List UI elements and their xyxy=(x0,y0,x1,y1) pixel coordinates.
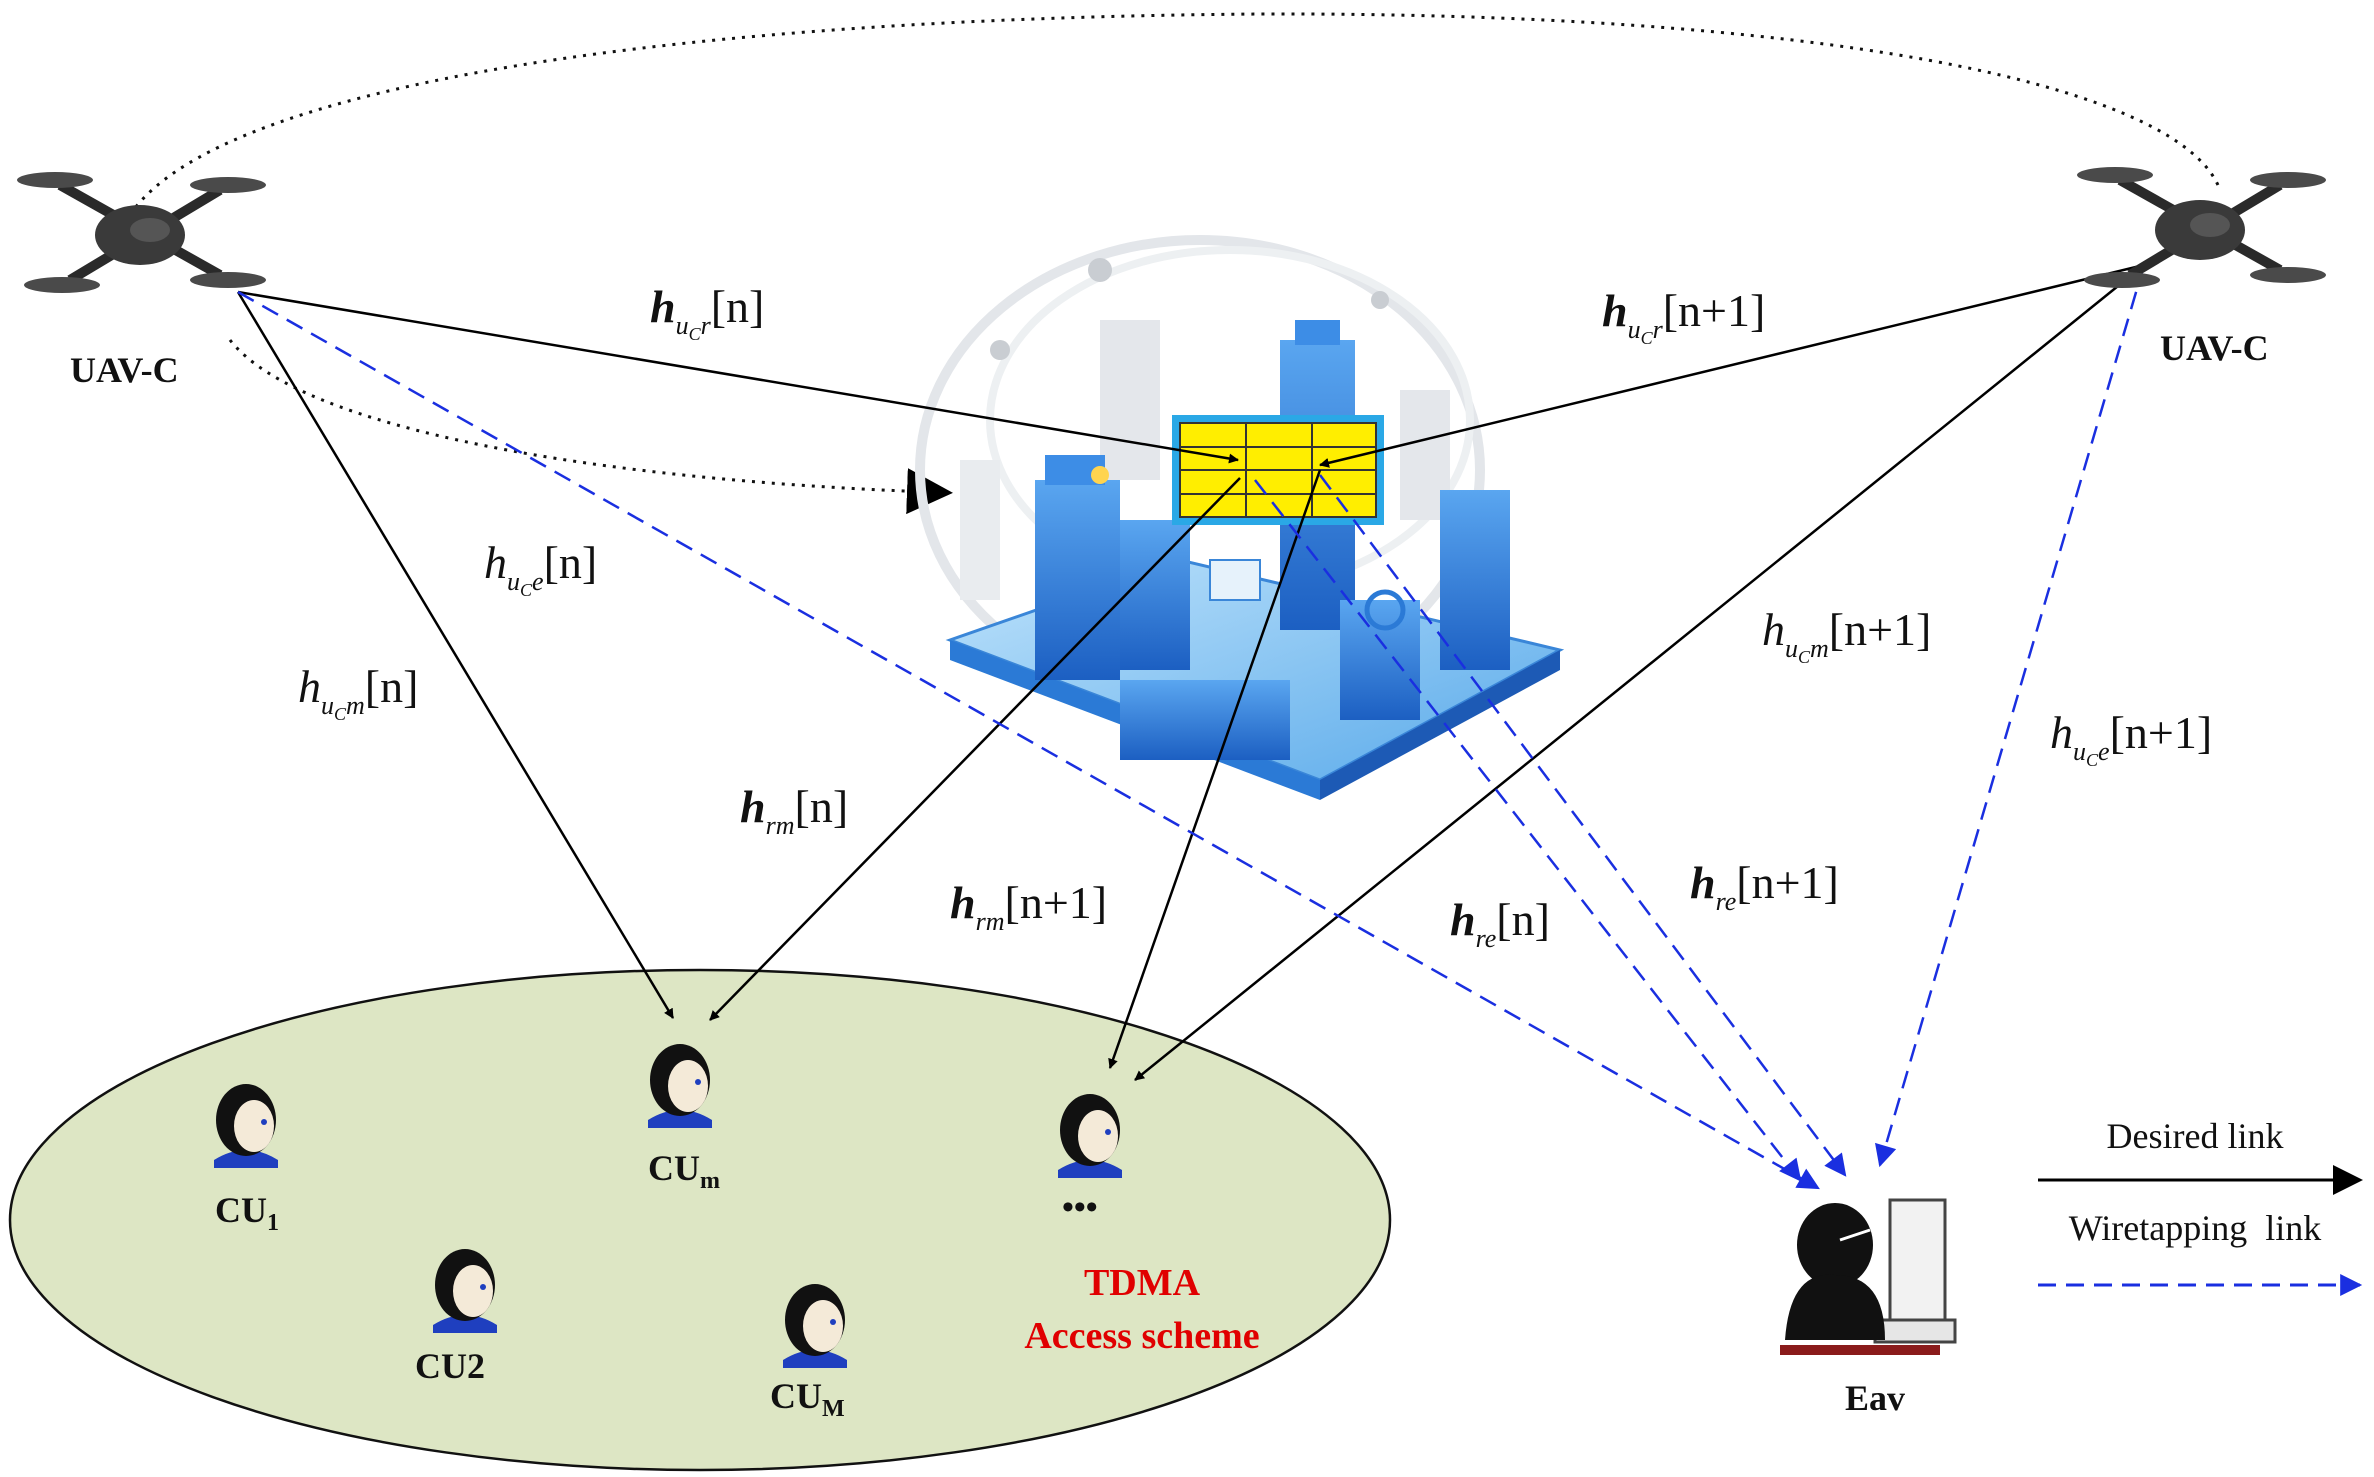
label-h-ucm-n1: huCm[n+1] xyxy=(1762,604,1931,667)
label-h-uce-n1: huCe[n+1] xyxy=(2050,707,2212,770)
smart-city-illustration xyxy=(915,235,1565,800)
link-uav-left-to-cum xyxy=(236,291,675,1019)
uav-right-drone xyxy=(2077,167,2326,288)
cu1-label: CU1 xyxy=(215,1190,279,1236)
link-ris-to-cum xyxy=(709,477,1241,1021)
link-uav-right-to-cu-next xyxy=(1134,264,2145,1081)
link-uav-right-to-ris xyxy=(1319,263,2145,468)
cu2-label: CU2 xyxy=(415,1346,485,1386)
access-scheme-label: Access scheme xyxy=(1024,1315,1259,1357)
label-h-ucr-n1: huCr[n+1] xyxy=(1602,285,1765,348)
label-h-rm-n1: hrm[n+1] xyxy=(950,877,1107,936)
eav-label: Eav xyxy=(1845,1378,1905,1418)
link-ris-to-cu-next xyxy=(1108,469,1322,1069)
wiretap-uav-left-to-eav xyxy=(237,290,1820,1190)
uav-right-label: UAV-C xyxy=(2160,328,2269,368)
user-icon xyxy=(433,1249,497,1333)
label-h-re-n1: hre[n+1] xyxy=(1690,857,1839,916)
wiretap-links xyxy=(237,264,2146,1190)
user-icon xyxy=(783,1284,847,1368)
label-h-ucr-n: huCr[n] xyxy=(650,281,764,344)
user-icon xyxy=(214,1084,278,1168)
link-uav-left-to-ris xyxy=(237,290,1239,464)
user-icon xyxy=(1058,1094,1122,1178)
cum-label: CUm xyxy=(648,1148,720,1194)
label-h-rm-n: hrm[n] xyxy=(740,781,848,840)
user-icon xyxy=(648,1044,712,1128)
tdma-label: TDMA xyxy=(1084,1262,1201,1304)
uav-left-label: UAV-C xyxy=(70,350,179,390)
uav-trajectory-lower xyxy=(228,339,953,515)
label-h-ucm-n: huCm[n] xyxy=(298,661,418,724)
legend-desired-label: Desired link xyxy=(2107,1116,2284,1156)
legend-wiretap-label: Wiretapping link xyxy=(2069,1208,2322,1248)
wiretap-uav-right-to-eav xyxy=(1875,264,2146,1168)
ris-panel xyxy=(1172,415,1384,525)
desired-links xyxy=(236,263,2145,1081)
label-h-uce-n: huCe[n] xyxy=(484,537,597,600)
uav-left-drone xyxy=(17,172,266,293)
label-h-re-n: hre[n] xyxy=(1450,894,1550,953)
wiretap-ris-to-eav-n xyxy=(1254,479,1802,1182)
eavesdropper-icon xyxy=(1780,1198,1957,1355)
more-users-ellipsis: ••• xyxy=(1062,1189,1098,1226)
cuM-label: CUM xyxy=(770,1376,845,1422)
uav-trajectory xyxy=(128,12,2222,216)
legend: Desired link Wiretapping link xyxy=(2038,1116,2363,1296)
wiretap-ris-to-eav-n1 xyxy=(1319,474,1847,1177)
cellular-user-area xyxy=(8,968,1392,1472)
